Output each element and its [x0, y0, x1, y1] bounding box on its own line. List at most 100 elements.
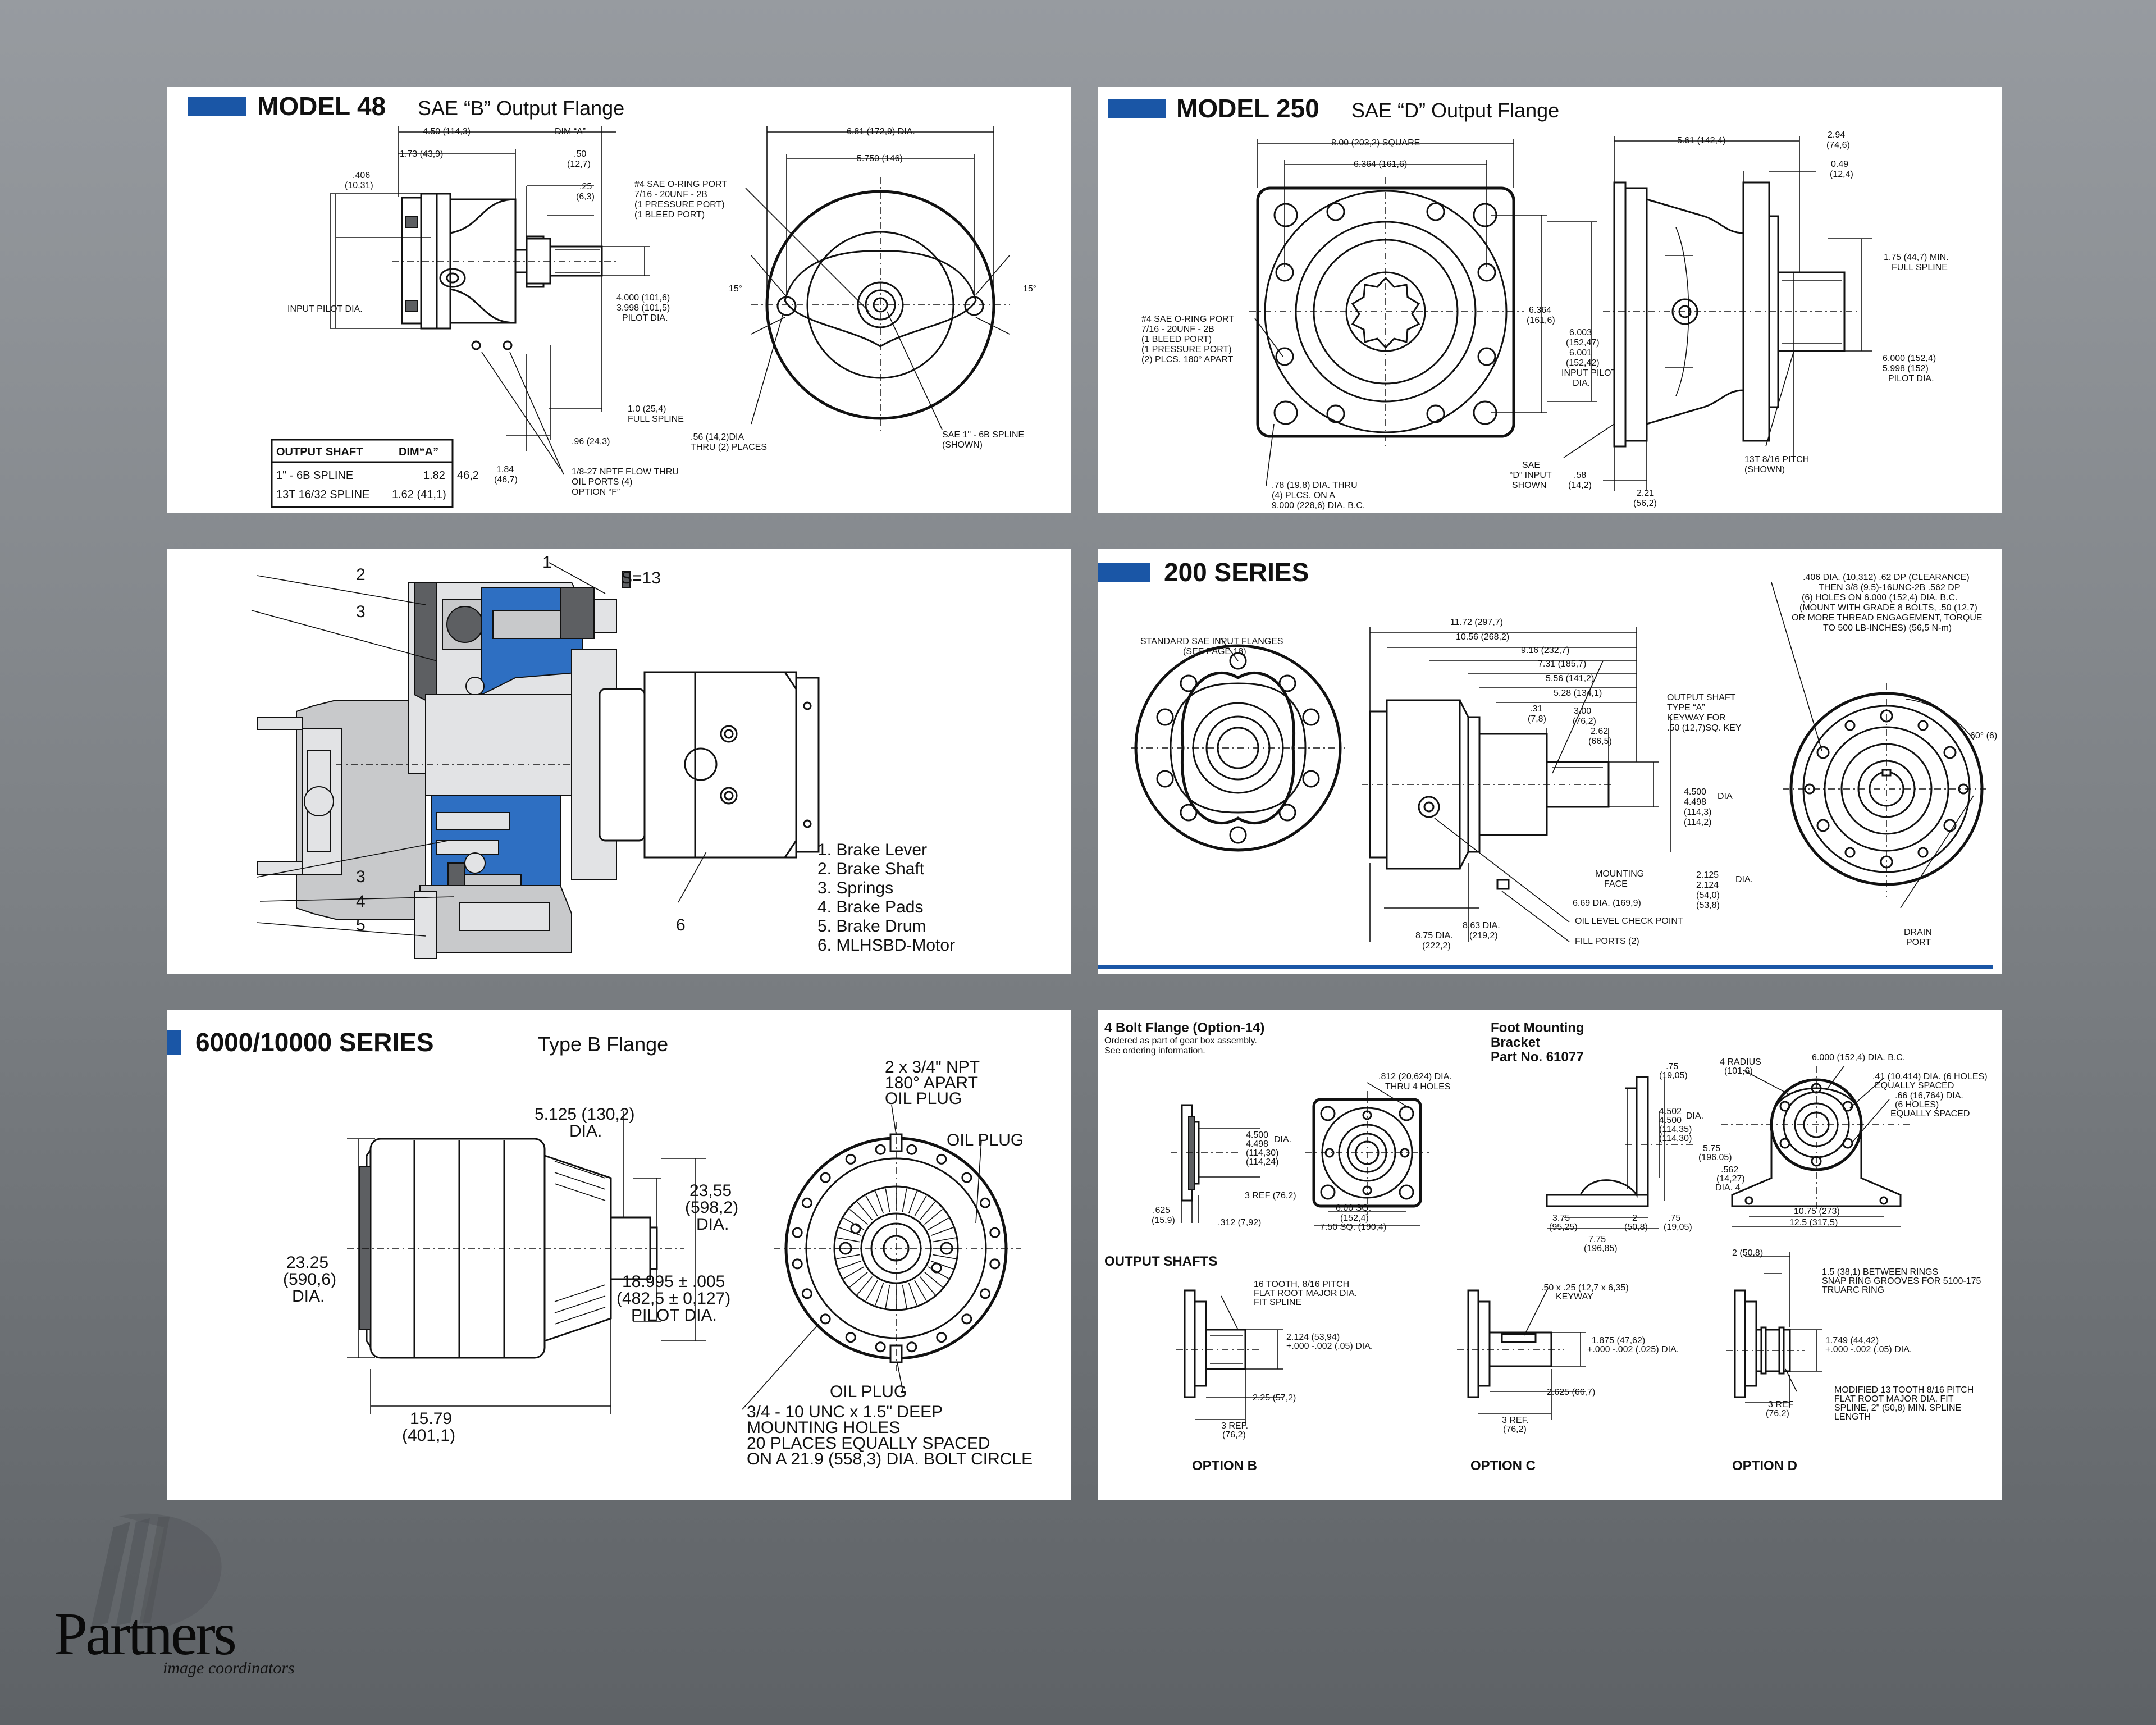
svg-text:5.56 (141,2): 5.56 (141,2): [1546, 674, 1594, 683]
svg-text:(482,5 ± 0,127): (482,5 ± 0,127): [616, 1289, 730, 1308]
panel-brake-cutaway: S=13 1 2 3 3 4 5 6 1. Brake Lever 2. Bra…: [167, 549, 1071, 974]
svg-text:THRU (2) PLACES: THRU (2) PLACES: [691, 442, 767, 452]
svg-text:SHOWN: SHOWN: [1512, 481, 1546, 490]
svg-text:SPLINE, 2" (50,8) MIN. SPLINE: SPLINE, 2" (50,8) MIN. SPLINE: [1834, 1403, 1961, 1413]
svg-text:2.25 (57,2): 2.25 (57,2): [1253, 1393, 1296, 1403]
spoke-rib: [919, 1201, 936, 1220]
svg-text:(590,6): (590,6): [283, 1270, 336, 1289]
svg-text:.58: .58: [1574, 471, 1586, 480]
svg-text:23.25: 23.25: [286, 1253, 328, 1272]
series6000-side-view: [347, 1111, 706, 1414]
svg-text:“D” INPUT: “D” INPUT: [1510, 471, 1552, 480]
mounting-hole: [801, 1288, 812, 1299]
svg-text:(196,85): (196,85): [1584, 1244, 1618, 1253]
svg-text:7.50 SQ. (190,4): 7.50 SQ. (190,4): [1320, 1222, 1386, 1232]
svg-text:(19,05): (19,05): [1659, 1071, 1688, 1080]
svg-text:(7,8): (7,8): [1528, 714, 1546, 724]
mounting-hole: [936, 1332, 947, 1343]
logo-brand-text: Partners: [54, 1601, 235, 1668]
svg-text:3 REF (76,2): 3 REF (76,2): [1245, 1191, 1296, 1201]
svg-text:(76,2): (76,2): [1222, 1430, 1246, 1440]
svg-text:7.31 (185,7): 7.31 (185,7): [1538, 659, 1586, 669]
svg-text:.56 (14,2)DIA: .56 (14,2)DIA: [691, 432, 744, 442]
svg-text:.75: .75: [1668, 1213, 1680, 1223]
svg-text:1.75 (44,7) MIN.: 1.75 (44,7) MIN.: [1884, 253, 1949, 262]
svg-text:9.16 (232,7): 9.16 (232,7): [1521, 646, 1569, 655]
svg-text:INPUT PILOT: INPUT PILOT: [1561, 368, 1617, 378]
svg-text:DIA.: DIA.: [292, 1287, 325, 1306]
svg-text:.50 x .25 (12,7 x 6,35): .50 x .25 (12,7 x 6,35): [1541, 1283, 1629, 1293]
foot-bracket-front-view: [1721, 1065, 1912, 1227]
output-shafts-title: OUTPUT SHAFTS: [1104, 1254, 1217, 1269]
model48-side-view: [330, 126, 650, 475]
svg-text:(12,7): (12,7): [567, 159, 591, 169]
spoke-rib: [914, 1195, 927, 1217]
svg-text:6.000 (152,4): 6.000 (152,4): [1883, 354, 1936, 363]
svg-text:(6,3): (6,3): [576, 192, 595, 202]
svg-text:(76,2): (76,2): [1503, 1425, 1527, 1434]
mounting-hole: [936, 1153, 947, 1165]
svg-text:Type B Flange: Type B Flange: [538, 1033, 668, 1056]
svg-text:(114,3): (114,3): [1684, 807, 1712, 817]
svg-text:DIA.: DIA.: [1274, 1135, 1291, 1144]
spoke-rib: [930, 1227, 953, 1236]
title-accent-bar: [188, 97, 246, 116]
spoke-rib: [930, 1260, 953, 1270]
svg-text:PILOT DIA.: PILOT DIA.: [622, 313, 668, 323]
svg-text:FLAT ROOT MAJOR DIA.: FLAT ROOT MAJOR DIA.: [1254, 1289, 1357, 1298]
svg-text:13T 16/32 SPLINE: 13T 16/32 SPLINE: [276, 489, 369, 501]
svg-text:1.73 (43,9): 1.73 (43,9): [400, 149, 443, 159]
svg-text:2.21: 2.21: [1637, 489, 1654, 498]
option-d-label: OPTION D: [1732, 1458, 1797, 1473]
svg-text:DIA.: DIA.: [1735, 875, 1753, 884]
logo-tagline: image coordinators: [163, 1659, 295, 1677]
svg-text:3: 3: [356, 868, 366, 886]
svg-text:5.998 (152): 5.998 (152): [1883, 364, 1929, 373]
svg-text:S=13: S=13: [621, 569, 661, 587]
svg-text:(1 BLEED PORT): (1 BLEED PORT): [634, 210, 705, 220]
svg-text:DIA.: DIA.: [1686, 1111, 1703, 1121]
svg-text:KEYWAY FOR: KEYWAY FOR: [1667, 713, 1726, 723]
svg-text:(SHOWN): (SHOWN): [942, 440, 983, 450]
svg-text:MOUNTING: MOUNTING: [1595, 869, 1644, 879]
svg-text:4. Brake Pads: 4. Brake Pads: [817, 898, 923, 916]
svg-text:6.81 (172,9) DIA.: 6.81 (172,9) DIA.: [847, 127, 915, 136]
svg-text:2: 2: [356, 565, 366, 584]
svg-text:6.000 (152,4) DIA. B.C.: 6.000 (152,4) DIA. B.C.: [1812, 1053, 1905, 1062]
svg-text:4.498: 4.498: [1246, 1139, 1268, 1149]
svg-text:OIL PLUG: OIL PLUG: [947, 1131, 1024, 1149]
svg-text:FULL SPLINE: FULL SPLINE: [1892, 263, 1948, 272]
svg-text:8.00 (203,2) SQUARE: 8.00 (203,2) SQUARE: [1331, 138, 1420, 148]
svg-text:.50: .50: [574, 149, 586, 159]
mounting-hole: [980, 1197, 991, 1208]
option-c-label: OPTION C: [1470, 1458, 1536, 1473]
svg-text:DRAIN: DRAIN: [1904, 928, 1932, 937]
svg-text:(2) PLCS. 180° APART: (2) PLCS. 180° APART: [1141, 355, 1233, 364]
spoke-rib: [839, 1227, 862, 1236]
svg-text:6. MLHSBD-Motor: 6. MLHSBD-Motor: [817, 936, 955, 955]
svg-text:5: 5: [356, 916, 366, 934]
svg-text:(95,25): (95,25): [1549, 1222, 1578, 1232]
svg-text:DIA. 4: DIA. 4: [1715, 1183, 1741, 1193]
svg-text:DIM“A”: DIM“A”: [399, 446, 438, 458]
svg-text:7/16 - 20UNF - 2B: 7/16 - 20UNF - 2B: [1141, 325, 1214, 334]
svg-text:7.75: 7.75: [1588, 1235, 1606, 1244]
svg-text:Part No. 61077: Part No. 61077: [1491, 1049, 1583, 1065]
panel-model-48: MODEL 48 SAE “B” Output Flange: [167, 87, 1071, 513]
spoke-rib: [856, 1276, 873, 1295]
svg-text:6.001: 6.001: [1569, 348, 1592, 358]
svg-text:2 (50,8): 2 (50,8): [1732, 1248, 1763, 1258]
option-b-shaft-drawing: [1176, 1289, 1283, 1425]
svg-text:TO 500 LB-INCHES) (56,5 N-m): TO 500 LB-INCHES) (56,5 N-m): [1823, 623, 1952, 633]
spoke-rib: [865, 1195, 878, 1217]
svg-text:Ordered as part of gear box as: Ordered as part of gear box assembly.: [1104, 1036, 1257, 1046]
svg-text:SAE: SAE: [1522, 460, 1540, 470]
svg-text:46,2: 46,2: [457, 469, 479, 482]
model48-front-view: [745, 126, 1010, 435]
svg-text:(4) PLCS. ON A: (4) PLCS. ON A: [1272, 491, 1335, 500]
spoke-rib: [919, 1276, 936, 1295]
svg-text:(114,30): (114,30): [1659, 1134, 1692, 1143]
svg-text:6.69 DIA. (169,9): 6.69 DIA. (169,9): [1573, 898, 1641, 908]
mounting-hole: [845, 1332, 856, 1343]
svg-text:2.94: 2.94: [1828, 130, 1845, 140]
